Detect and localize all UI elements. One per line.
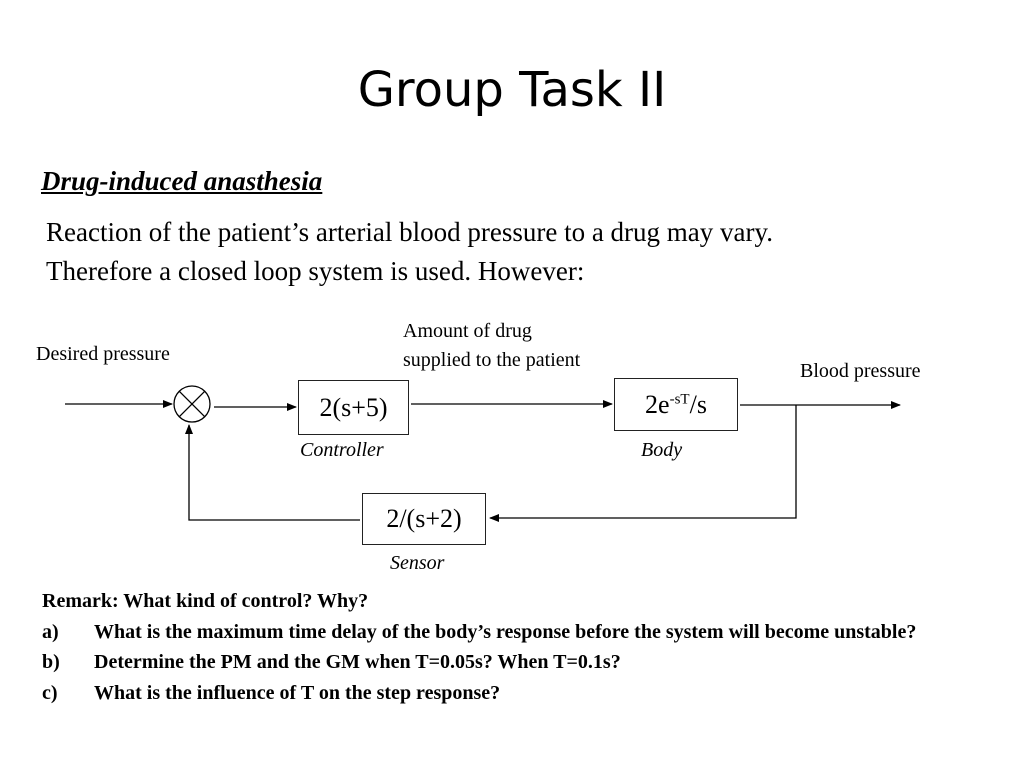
remarks-heading: Remark: What kind of control? Why? (42, 590, 369, 612)
blood-pressure-label: Blood pressure (800, 360, 921, 382)
feedback-path (489, 405, 797, 522)
controller-block: 2(s+5) (298, 380, 409, 435)
controller-transfer-function: 2(s+5) (319, 392, 388, 422)
list-item: c) What is the influence of T on the ste… (42, 678, 1002, 709)
body-block: 2e-sT/s (614, 378, 738, 431)
drug-amount-label-line2: supplied to the patient (403, 349, 581, 371)
sensor-return-path (185, 424, 360, 521)
desired-pressure-label: Desired pressure (36, 343, 170, 365)
body-tf-suffix: /s (689, 389, 707, 419)
sensor-block: 2/(s+2) (362, 493, 486, 545)
intro-line-1: Reaction of the patient’s arterial blood… (46, 217, 774, 247)
list-item-marker: a) (42, 620, 59, 643)
list-item: b) Determine the PM and the GM when T=0.… (42, 647, 1002, 678)
list-item: a) What is the maximum time delay of the… (42, 617, 1002, 648)
slide-subtitle: Drug-induced anasthesia (41, 166, 323, 196)
remarks-section: Remark: What kind of control? Why? a) Wh… (42, 586, 1002, 708)
body-label: Body (641, 439, 683, 461)
list-item-marker: b) (42, 651, 60, 673)
slide-title: Group Task II (357, 62, 667, 118)
intro-line-2: Therefore a closed loop system is used. … (46, 256, 585, 286)
sensor-label: Sensor (390, 552, 445, 574)
list-item-text: Determine the PM and the GM when T=0.05s… (94, 651, 621, 673)
list-item-text: What is the maximum time delay of the bo… (94, 620, 917, 643)
list-item-text: What is the influence of T on the step r… (94, 681, 501, 704)
summing-junction (173, 385, 211, 423)
body-tf-prefix: 2e (645, 389, 670, 419)
body-tf-exponent: -sT (669, 390, 690, 407)
sensor-transfer-function: 2/(s+2) (386, 504, 462, 533)
body-transfer-function: 2e-sT/s (645, 390, 707, 420)
drug-amount-label-line1: Amount of drug (403, 320, 532, 342)
controller-label: Controller (300, 439, 384, 461)
list-item-marker: c) (42, 681, 58, 704)
